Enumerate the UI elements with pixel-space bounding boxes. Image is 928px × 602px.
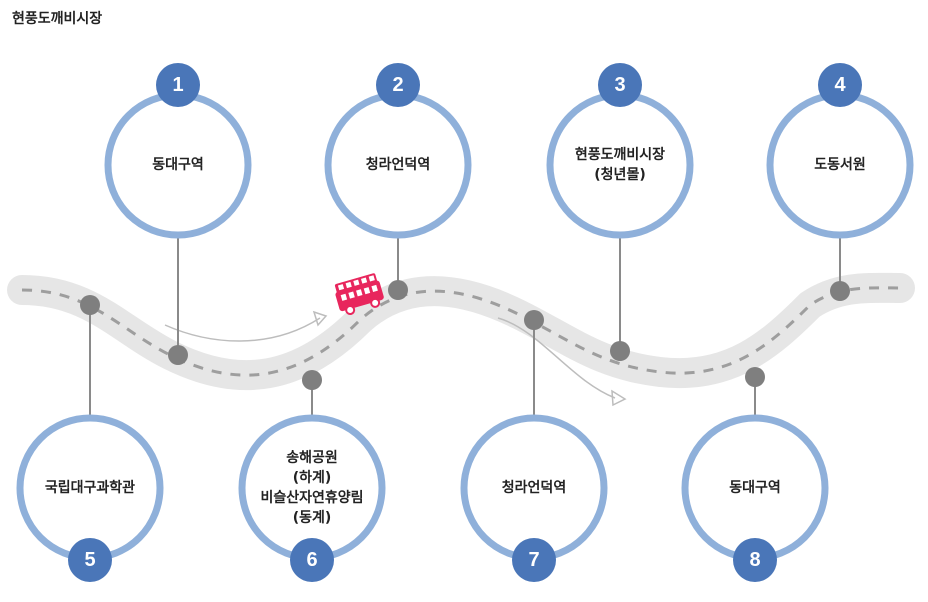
stop-label-line: (청년몰)	[594, 167, 646, 183]
stop-number-badge-5: 5	[68, 538, 112, 582]
stop-label-line: 송해공원	[286, 450, 338, 466]
stop-pin-2	[388, 280, 408, 300]
direction-arrow-1	[164, 317, 321, 342]
stop-label-line: 비슬산자연휴양림	[260, 490, 364, 506]
stop-pin-8	[745, 367, 765, 387]
stop-number-badge-3: 3	[598, 63, 642, 107]
stop-number-badge-6: 6	[290, 538, 334, 582]
stop-number-badge-2: 2	[376, 63, 420, 107]
stop-rings	[16, 91, 914, 562]
stop-number-badge-7: 7	[512, 538, 556, 582]
stop-number-badge-8: 8	[733, 538, 777, 582]
stop-pin-5	[80, 295, 100, 315]
stop-pin-6	[302, 370, 322, 390]
stop-label-5: 국립대구과학관	[24, 478, 156, 498]
bus-icon	[334, 273, 384, 316]
stop-label-line: 동대구역	[152, 157, 204, 173]
direction-arrow-2	[497, 317, 616, 399]
direction-arrowhead-2	[611, 389, 627, 407]
direction-arrowhead-1	[312, 310, 328, 327]
stop-label-8: 동대구역	[689, 478, 821, 498]
stop-label-line: 현풍도깨비시장	[574, 147, 666, 163]
road	[7, 272, 915, 391]
stop-label-line: 청라언덕역	[501, 480, 567, 496]
stop-label-7: 청라언덕역	[468, 478, 600, 498]
stop-number-badge-1: 1	[156, 63, 200, 107]
stop-label-6: 송해공원 (하계) 비슬산자연휴양림 (동계)	[246, 448, 378, 528]
stop-pin-1	[168, 345, 188, 365]
stop-label-line: 국립대구과학관	[44, 480, 136, 496]
stop-pin-3	[610, 341, 630, 361]
stop-label-3: 현풍도깨비시장 (청년몰)	[554, 145, 686, 185]
stop-label-1: 동대구역	[112, 155, 244, 175]
stop-label-2: 청라언덕역	[332, 155, 464, 175]
stop-label-line: (동계)	[292, 510, 332, 526]
stop-label-line: 동대구역	[729, 480, 781, 496]
stop-label-line: 도동서원	[814, 157, 866, 173]
stop-pin-4	[830, 281, 850, 301]
stop-pins	[80, 235, 850, 418]
road-centerline	[21, 286, 901, 377]
stop-label-line: (하계)	[292, 470, 332, 486]
page-title: 현풍도깨비시장	[12, 11, 103, 27]
stop-label-4: 도동서원	[774, 155, 906, 175]
stop-number-badge-4: 4	[818, 63, 862, 107]
stop-label-line: 청라언덕역	[365, 157, 431, 173]
stop-pin-7	[524, 310, 544, 330]
